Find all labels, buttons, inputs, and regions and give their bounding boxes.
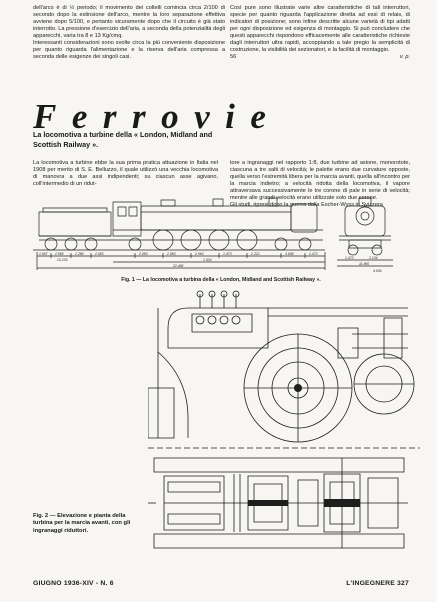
article-body-left-text: La locomotiva a turbine ebbe la sua prim… (33, 160, 218, 188)
figure-2-caption: Fig. 2 — Elevazione e pianta della turbi… (33, 513, 131, 534)
top-left-paragraph-1: dell'arco è di ½ periodo; il movimento d… (33, 5, 225, 40)
dimension-label: 22.466 (172, 264, 183, 268)
top-left-paragraph-2: Interessanti considerazioni sono svolte … (33, 40, 225, 61)
top-right-paragraph: Così pure sono illustrate varie altre ca… (230, 5, 410, 54)
dimension-label: 2.222 (250, 252, 260, 256)
figure-1-caption: Fig. 1 — La locomotiva a turbina della «… (121, 277, 321, 283)
top-left-column: dell'arco è di ½ periodo; il movimento d… (33, 5, 225, 61)
page-reference: 56 (230, 54, 237, 61)
top-right-column: Così pure sono illustrate varie altre ca… (230, 5, 410, 61)
dimension-label: 4.036 (373, 269, 382, 273)
dimension-label: 1.657 (39, 252, 48, 256)
dimension-label: 2.063 (194, 252, 204, 256)
dimension-label: 3.658 (285, 252, 294, 256)
article-body-right-text: tore a ingranaggi nel rapporto 1:8, due … (230, 160, 410, 209)
author-signature: v. p. (399, 54, 410, 61)
footer-page-number: L'INGEGNERE 327 (346, 580, 409, 587)
dimension-label: 2.565 (54, 252, 64, 256)
top-right-footer-line: 56 v. p. (230, 54, 410, 61)
locomotive-elevation-drawing: 1.657 2.565 2.286 2.083 2.083 2.083 2.06… (33, 196, 409, 273)
dimension-label: 2.083 (166, 252, 176, 256)
dimension-label: 1.473 (345, 256, 354, 260)
dimension-label: 2.083 (138, 252, 148, 256)
article-body-left: La locomotiva a turbine ebbe la sua prim… (33, 160, 218, 188)
article-body-right: tore a ingranaggi nel rapporto 1:8, due … (230, 160, 410, 209)
dimension-label: 2.286 (74, 252, 84, 256)
article-title: La locomotiva a turbine della « London, … (33, 130, 213, 149)
section-title: Ferrovie (33, 97, 282, 136)
footer-issue-date: GIUGNO 1936-XIV - N. 6 (33, 580, 114, 587)
dimension-label: 2.134 (368, 256, 378, 260)
dimension-label: 2.083 (94, 252, 104, 256)
dimension-label: 1.473 (309, 252, 318, 256)
dimension-label: 11.960 (359, 262, 369, 266)
dimension-label: 13.233 (57, 258, 67, 262)
turbine-elevation-plan-drawing (148, 288, 420, 578)
dimension-label: 1.524 (203, 258, 212, 262)
dimension-label: 1.473 (223, 252, 232, 256)
